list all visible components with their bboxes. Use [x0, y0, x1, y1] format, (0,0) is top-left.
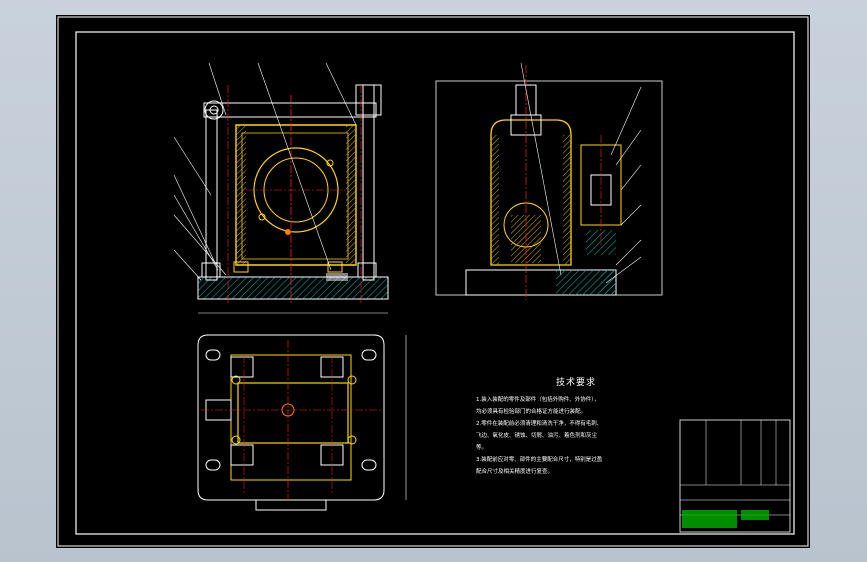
technical-requirements-title: 技术要求 — [555, 378, 596, 388]
requirement-line: 等。 — [476, 445, 488, 451]
side-view — [435, 62, 663, 300]
front-view — [173, 62, 389, 314]
requirement-line: 2.零件在装配前必须清理和清洗干净，不得有毛刺、 — [476, 421, 603, 427]
requirement-line: 1.装入装配的零件及部件（包括外购件、外协件）， — [476, 397, 600, 403]
top-view — [197, 334, 407, 511]
title-block — [679, 419, 791, 533]
technical-requirements: 技术要求 1.装入装配的零件及部件（包括外购件、外协件）， 均必须具有检验部门的… — [476, 375, 676, 478]
requirement-line: 配合尺寸及相关精度进行复查。 — [476, 469, 554, 475]
requirement-line: 3.装配前应对零、部件的主要配合尺寸，特别是过盈 — [476, 457, 603, 463]
cad-viewport[interactable]: 技术要求 1.装入装配的零件及部件（包括外购件、外协件）， 均必须具有检验部门的… — [56, 15, 810, 548]
fixture-assembly-drawing — [57, 16, 809, 547]
requirement-line: 飞边、氧化皮、锈蚀、切屑、油污、着色剂和灰尘 — [476, 433, 598, 439]
requirement-line: 均必须具有检验部门的合格证方能进行装配。 — [476, 409, 587, 415]
outer-frame — [57, 16, 809, 547]
inner-frame — [75, 31, 795, 535]
